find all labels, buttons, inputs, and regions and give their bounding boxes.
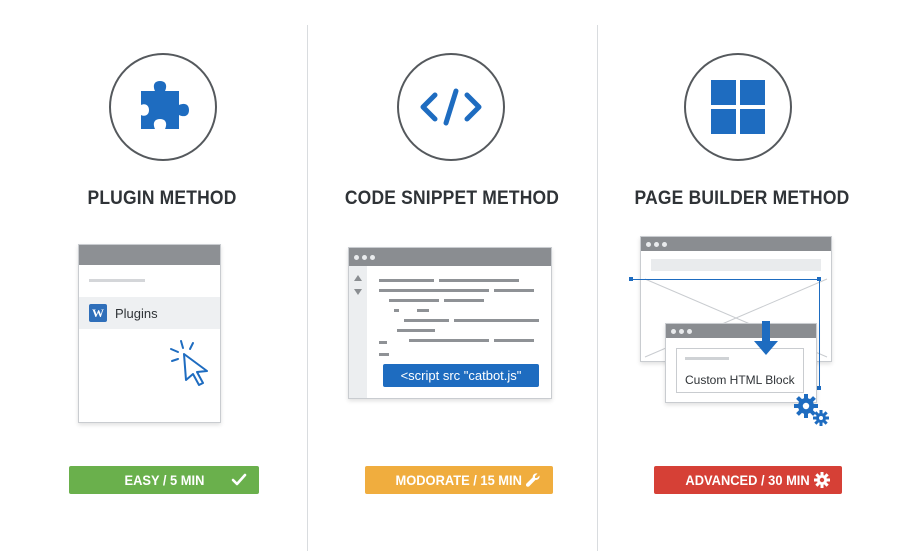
menu-item-plugins[interactable]: W Plugins: [79, 297, 220, 329]
click-cursor-icon: [170, 340, 208, 386]
builder-icon-circle: [684, 53, 792, 161]
window-dot: [654, 242, 659, 247]
window-dot: [354, 255, 359, 260]
column-divider: [597, 25, 598, 551]
check-icon: [231, 473, 247, 486]
code-line: [404, 319, 449, 322]
selection-handle[interactable]: [629, 277, 633, 281]
window-dot: [646, 242, 651, 247]
badge-label: ADVANCED / 30 MIN: [685, 472, 811, 488]
grid-blocks-icon: [711, 80, 765, 134]
difficulty-badge: MODORATE / 15 MIN: [365, 466, 553, 494]
code-line: [409, 339, 489, 342]
badge-label: EASY / 5 MIN: [124, 472, 204, 488]
window-titlebar: [641, 237, 831, 251]
window-dot: [679, 329, 684, 334]
code-line: [379, 279, 434, 282]
code-line: [379, 289, 489, 292]
code-line: [494, 289, 534, 292]
block-card[interactable]: Custom HTML Block: [676, 348, 804, 393]
placeholder-line: [685, 357, 729, 360]
code-snippet-method-column: CODE SNIPPET METHOD <script src "catbot.…: [300, 0, 604, 551]
code-brackets-icon: [420, 88, 482, 126]
html-block-panel[interactable]: Custom HTML Block: [665, 323, 817, 403]
method-title: CODE SNIPPET METHOD: [344, 188, 560, 209]
gear-icon: [814, 472, 830, 488]
selection-handle[interactable]: [817, 386, 821, 390]
window-dot: [687, 329, 692, 334]
scroll-down-icon[interactable]: [353, 288, 363, 296]
settings-gears-icon[interactable]: [794, 394, 830, 426]
code-line: [379, 341, 387, 344]
script-snippet[interactable]: <script src "catbot.js": [383, 364, 539, 387]
column-divider: [307, 25, 308, 551]
badge-label: MODORATE / 15 MIN: [395, 472, 523, 488]
wordpress-logo-icon: W: [89, 304, 107, 322]
code-line: [399, 309, 417, 312]
header-placeholder: [651, 259, 821, 271]
code-icon-circle: [397, 53, 505, 161]
code-line: [444, 299, 484, 302]
window-titlebar: [349, 248, 551, 266]
window-dot: [362, 255, 367, 260]
plugin-method-column: PLUGIN METHOD W Plugins EASY / 5 MIN: [10, 0, 314, 551]
window-titlebar: [666, 324, 816, 338]
selection-guide-line: [631, 279, 820, 280]
code-line: [439, 279, 519, 282]
block-label: Custom HTML Block: [685, 373, 795, 387]
puzzle-piece-icon: [141, 81, 189, 129]
drop-arrow-icon: [754, 321, 778, 355]
window-dot: [370, 255, 375, 260]
method-title: PAGE BUILDER METHOD: [634, 188, 850, 209]
window-titlebar: [79, 245, 220, 265]
code-editor-window: <script src "catbot.js": [348, 247, 552, 399]
wrench-icon: [525, 473, 540, 487]
difficulty-badge: ADVANCED / 30 MIN: [654, 466, 842, 494]
page-builder-method-column: PAGE BUILDER METHOD Custom HTML Block: [590, 0, 894, 551]
code-line: [397, 329, 435, 332]
editor-gutter: [349, 266, 367, 398]
code-line: [454, 319, 539, 322]
selection-guide-line: [819, 279, 820, 389]
code-line: [379, 353, 389, 356]
window-dot: [671, 329, 676, 334]
scroll-up-icon[interactable]: [353, 274, 363, 282]
menu-item-label: Plugins: [115, 305, 158, 321]
code-line: [389, 299, 439, 302]
difficulty-badge: EASY / 5 MIN: [69, 466, 259, 494]
placeholder-line: [89, 279, 145, 282]
plugin-admin-window: W Plugins: [78, 244, 221, 423]
selection-handle[interactable]: [817, 277, 821, 281]
plugin-icon-circle: [109, 53, 217, 161]
window-dot: [662, 242, 667, 247]
method-title: PLUGIN METHOD: [87, 188, 237, 209]
code-line: [494, 339, 534, 342]
